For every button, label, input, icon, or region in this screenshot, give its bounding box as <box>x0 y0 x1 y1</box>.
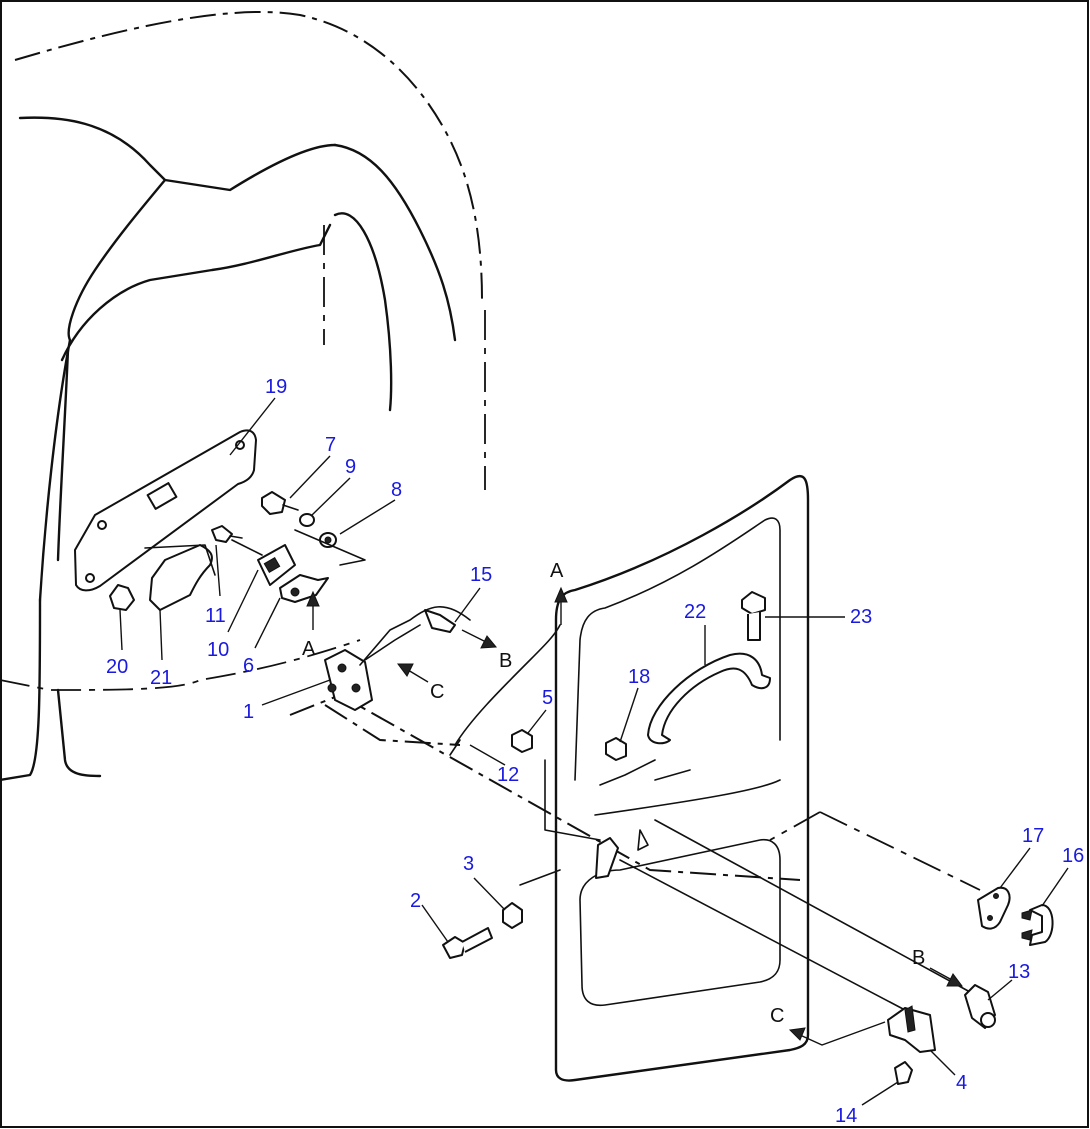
callout-16: 16 <box>1062 845 1084 867</box>
part-nut-3 <box>502 902 523 929</box>
view-marker-b: B <box>912 947 925 969</box>
callout-15: 15 <box>470 564 492 586</box>
part-bolt-7 <box>261 491 286 515</box>
callout-6: 6 <box>243 655 254 677</box>
leader-lines <box>119 397 1069 1106</box>
arrow-head-icon <box>397 663 414 677</box>
callout-23: 23 <box>850 606 872 628</box>
part-bolt-23 <box>741 591 766 615</box>
part-bracket-6 <box>279 574 329 603</box>
callout-19: 19 <box>265 376 287 398</box>
part-cover-plate <box>149 544 213 611</box>
view-marker-a: A <box>302 638 316 660</box>
part-pin-14 <box>894 1061 913 1085</box>
callout-13: 13 <box>1008 961 1030 983</box>
callout-14: 14 <box>835 1105 857 1127</box>
callout-17: 17 <box>1022 825 1044 847</box>
part-screw-11 <box>211 525 233 543</box>
callout-2: 2 <box>410 890 421 912</box>
part-door-latch-mount <box>595 837 619 879</box>
callout-7: 7 <box>325 434 336 456</box>
part-nut-18 <box>605 737 627 761</box>
arrow-head-icon <box>946 973 963 987</box>
arrow-head-icon <box>788 1027 806 1041</box>
part-washer-9 <box>299 513 315 527</box>
view-marker-a: A <box>550 560 564 582</box>
cab-body <box>0 11 486 782</box>
view-letters: A A B C B C <box>302 560 925 1027</box>
part-lock-rod <box>454 624 561 746</box>
part-rod-end <box>424 609 456 633</box>
callout-10: 10 <box>207 639 229 661</box>
callout-labels: 19 7 9 8 11 10 6 20 21 1 15 12 5 18 22 2… <box>106 376 1084 1127</box>
callout-8: 8 <box>391 479 402 501</box>
callout-11: 11 <box>205 605 226 627</box>
part-bumper <box>109 584 135 611</box>
arrow-head-icon <box>306 590 320 607</box>
callout-21: 21 <box>150 667 172 689</box>
callout-22: 22 <box>684 601 706 623</box>
callout-1: 1 <box>243 701 254 723</box>
part-plate-17 <box>977 886 1011 930</box>
callout-18: 18 <box>628 666 650 688</box>
view-marker-c: C <box>430 681 444 703</box>
part-clip-16 <box>1029 904 1054 946</box>
part-nut-5 <box>511 729 533 753</box>
callout-4: 4 <box>956 1072 967 1094</box>
callout-5: 5 <box>542 687 553 709</box>
striker-hole <box>97 520 107 530</box>
callout-12: 12 <box>497 764 519 786</box>
callout-9: 9 <box>345 456 356 478</box>
striker-slot <box>146 482 178 510</box>
part-grab-handle <box>647 652 771 745</box>
striker-hole <box>85 573 95 583</box>
alignment-lines <box>289 693 981 1011</box>
callout-20: 20 <box>106 656 128 678</box>
view-marker-b: B <box>499 650 512 672</box>
callout-3: 3 <box>463 853 474 875</box>
view-marker-c: C <box>770 1005 784 1027</box>
arrow-head-icon <box>480 635 498 649</box>
striker-hole <box>235 440 245 450</box>
part-bolt-2 <box>442 936 466 959</box>
view-arrows <box>306 586 963 1046</box>
door-panel <box>554 474 810 1082</box>
arrow-head-icon <box>554 586 568 603</box>
